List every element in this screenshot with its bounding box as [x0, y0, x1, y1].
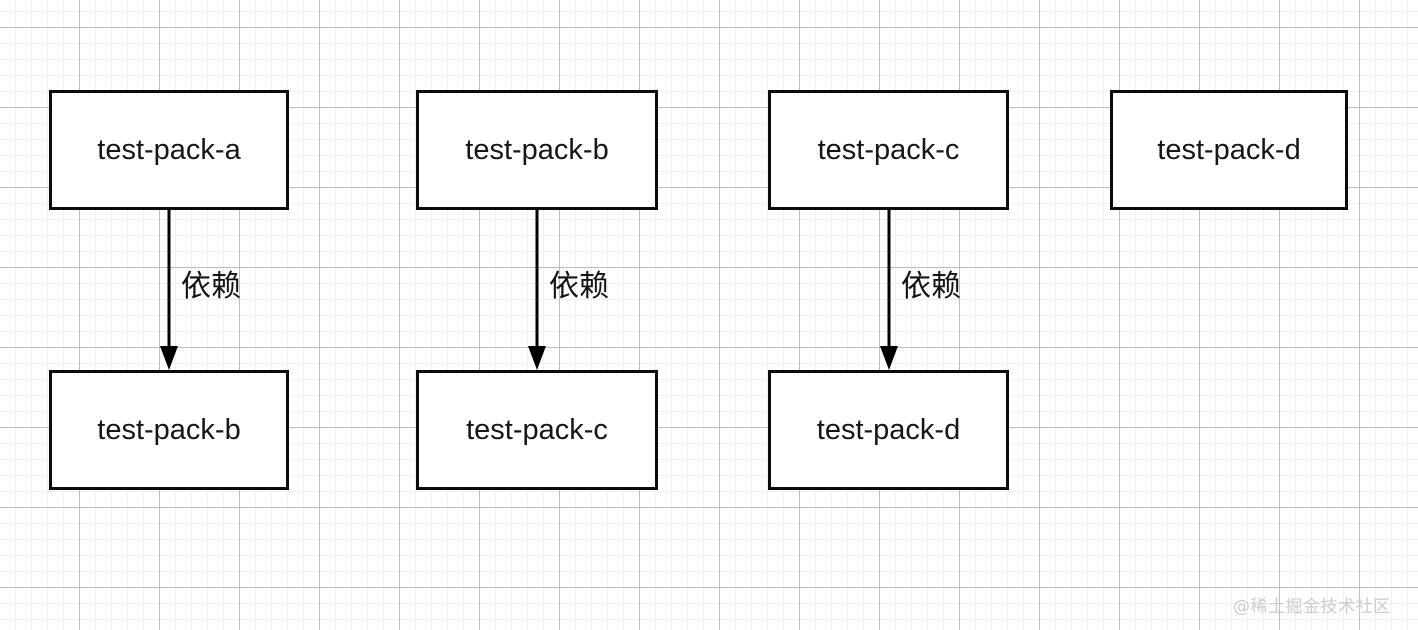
node-test-pack-b[interactable]: test-pack-b [416, 90, 658, 210]
edge-c-to-d [880, 210, 898, 370]
node-test-pack-c[interactable]: test-pack-c [768, 90, 1009, 210]
edge-b-to-c [528, 210, 546, 370]
edge-label-c-to-d: 依赖 [901, 270, 961, 303]
edge-label-a-to-b: 依赖 [181, 270, 241, 303]
node-label: test-pack-c [817, 133, 960, 166]
edge-label-b-to-c: 依赖 [549, 270, 609, 303]
node-label: test-pack-a [97, 133, 241, 166]
node-label: test-pack-d [1157, 133, 1301, 166]
node-label: test-pack-d [816, 413, 961, 446]
node-label: test-pack-c [466, 413, 608, 446]
node-test-pack-c-bottom[interactable]: test-pack-c [416, 370, 658, 490]
edge-a-to-b [160, 210, 178, 370]
node-test-pack-b-bottom[interactable]: test-pack-b [49, 370, 289, 490]
node-test-pack-d-bottom[interactable]: test-pack-d [768, 370, 1009, 490]
node-test-pack-a[interactable]: test-pack-a [49, 90, 289, 210]
watermark: @稀土掘金技术社区 [1233, 597, 1391, 617]
node-test-pack-d[interactable]: test-pack-d [1110, 90, 1348, 210]
node-label: test-pack-b [97, 413, 241, 446]
node-label: test-pack-b [465, 133, 609, 166]
